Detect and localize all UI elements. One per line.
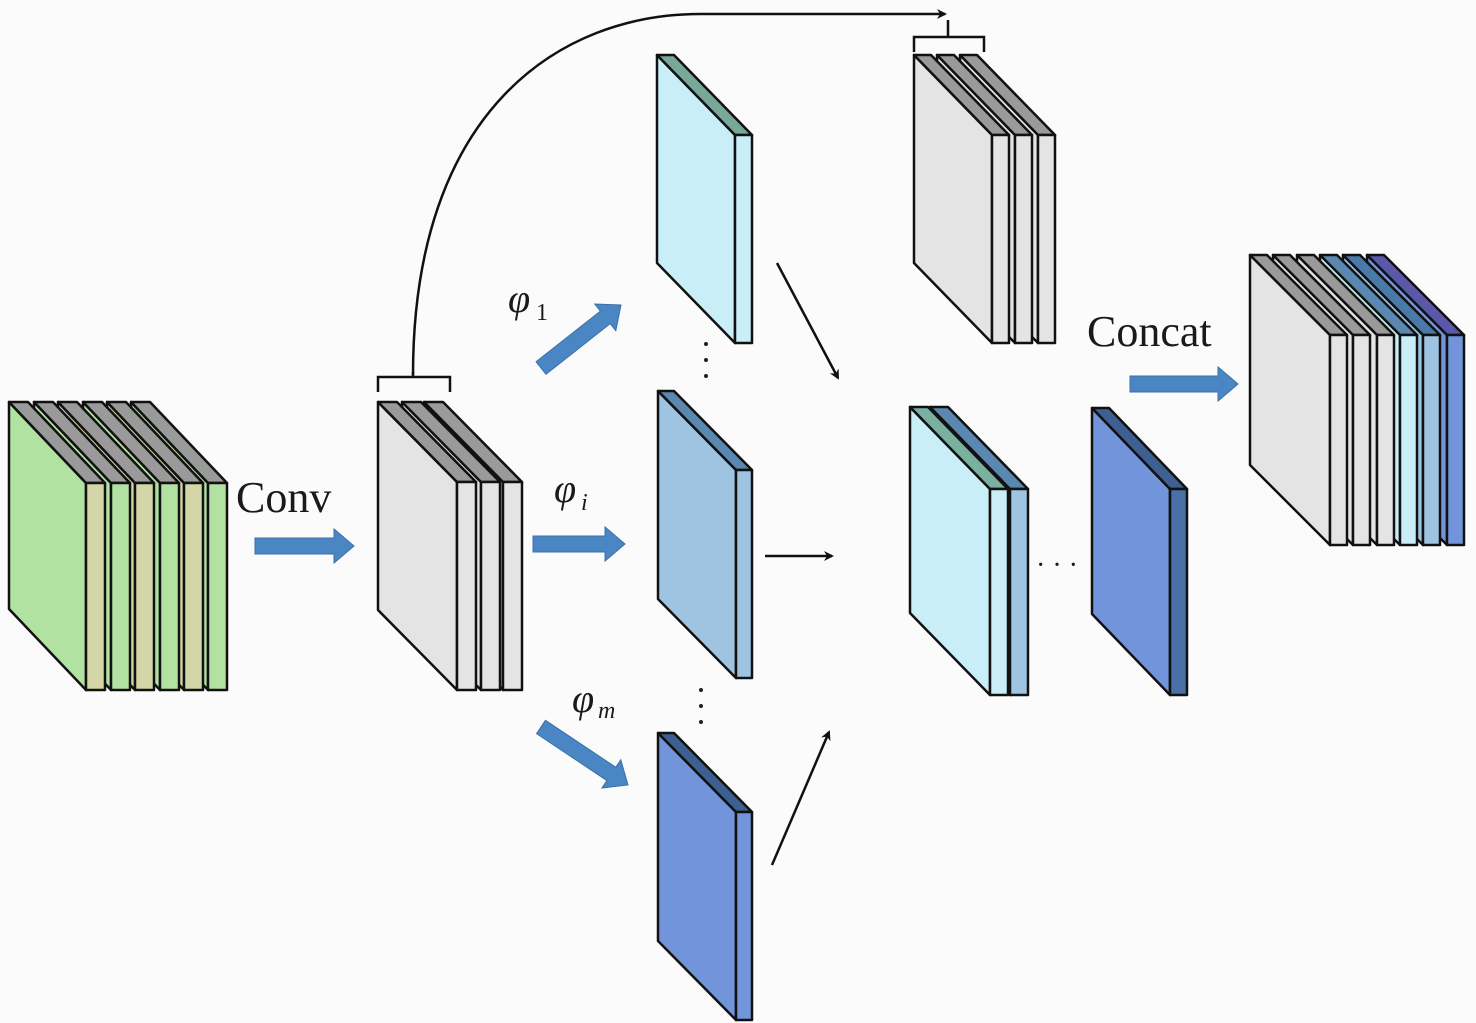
ghost-map-m-slab — [1090, 406, 1189, 697]
feature-map-stacks — [7, 53, 1466, 1022]
merge-arrow-top — [775, 262, 840, 380]
identity-skip-arrow — [411, 9, 947, 376]
phi-i-label: φ — [554, 466, 576, 511]
phi-m-label: φ — [572, 676, 594, 721]
phi-1-output-map-slab — [655, 53, 754, 345]
intrinsic-feature-map-slab — [376, 400, 478, 692]
vertical-ellipsis-bottom — [699, 688, 703, 724]
phi-i-arrow — [532, 525, 626, 563]
phi-m-arrow — [535, 719, 629, 789]
identity-copy-map-slab — [912, 53, 1011, 345]
output-feature-map-slab — [1248, 253, 1349, 547]
conv-label: Conv — [236, 473, 331, 522]
conv-arrow — [254, 527, 355, 565]
arrows — [254, 9, 1239, 866]
phi-i-output-map-slab — [656, 389, 754, 680]
phi-1-arrow — [535, 303, 622, 375]
horizontal-ellipsis: · · · — [1036, 550, 1078, 581]
concat-arrow — [1129, 365, 1239, 403]
concat-label: Concat — [1087, 307, 1212, 356]
brace-identity — [912, 20, 986, 52]
ghost-maps-group-slab — [908, 405, 1010, 697]
phi-i-subscript: i — [581, 490, 588, 516]
phi-m-output-map-slab — [656, 731, 754, 1022]
vertical-ellipsis-top — [704, 342, 708, 378]
brace-intrinsic — [376, 372, 452, 392]
phi-1-subscript: 1 — [536, 300, 548, 326]
merge-arrow-bottom — [770, 730, 831, 866]
phi-1-label: φ — [508, 276, 530, 321]
phi-m-subscript: m — [598, 698, 615, 724]
input-feature-map-slab — [7, 400, 107, 692]
